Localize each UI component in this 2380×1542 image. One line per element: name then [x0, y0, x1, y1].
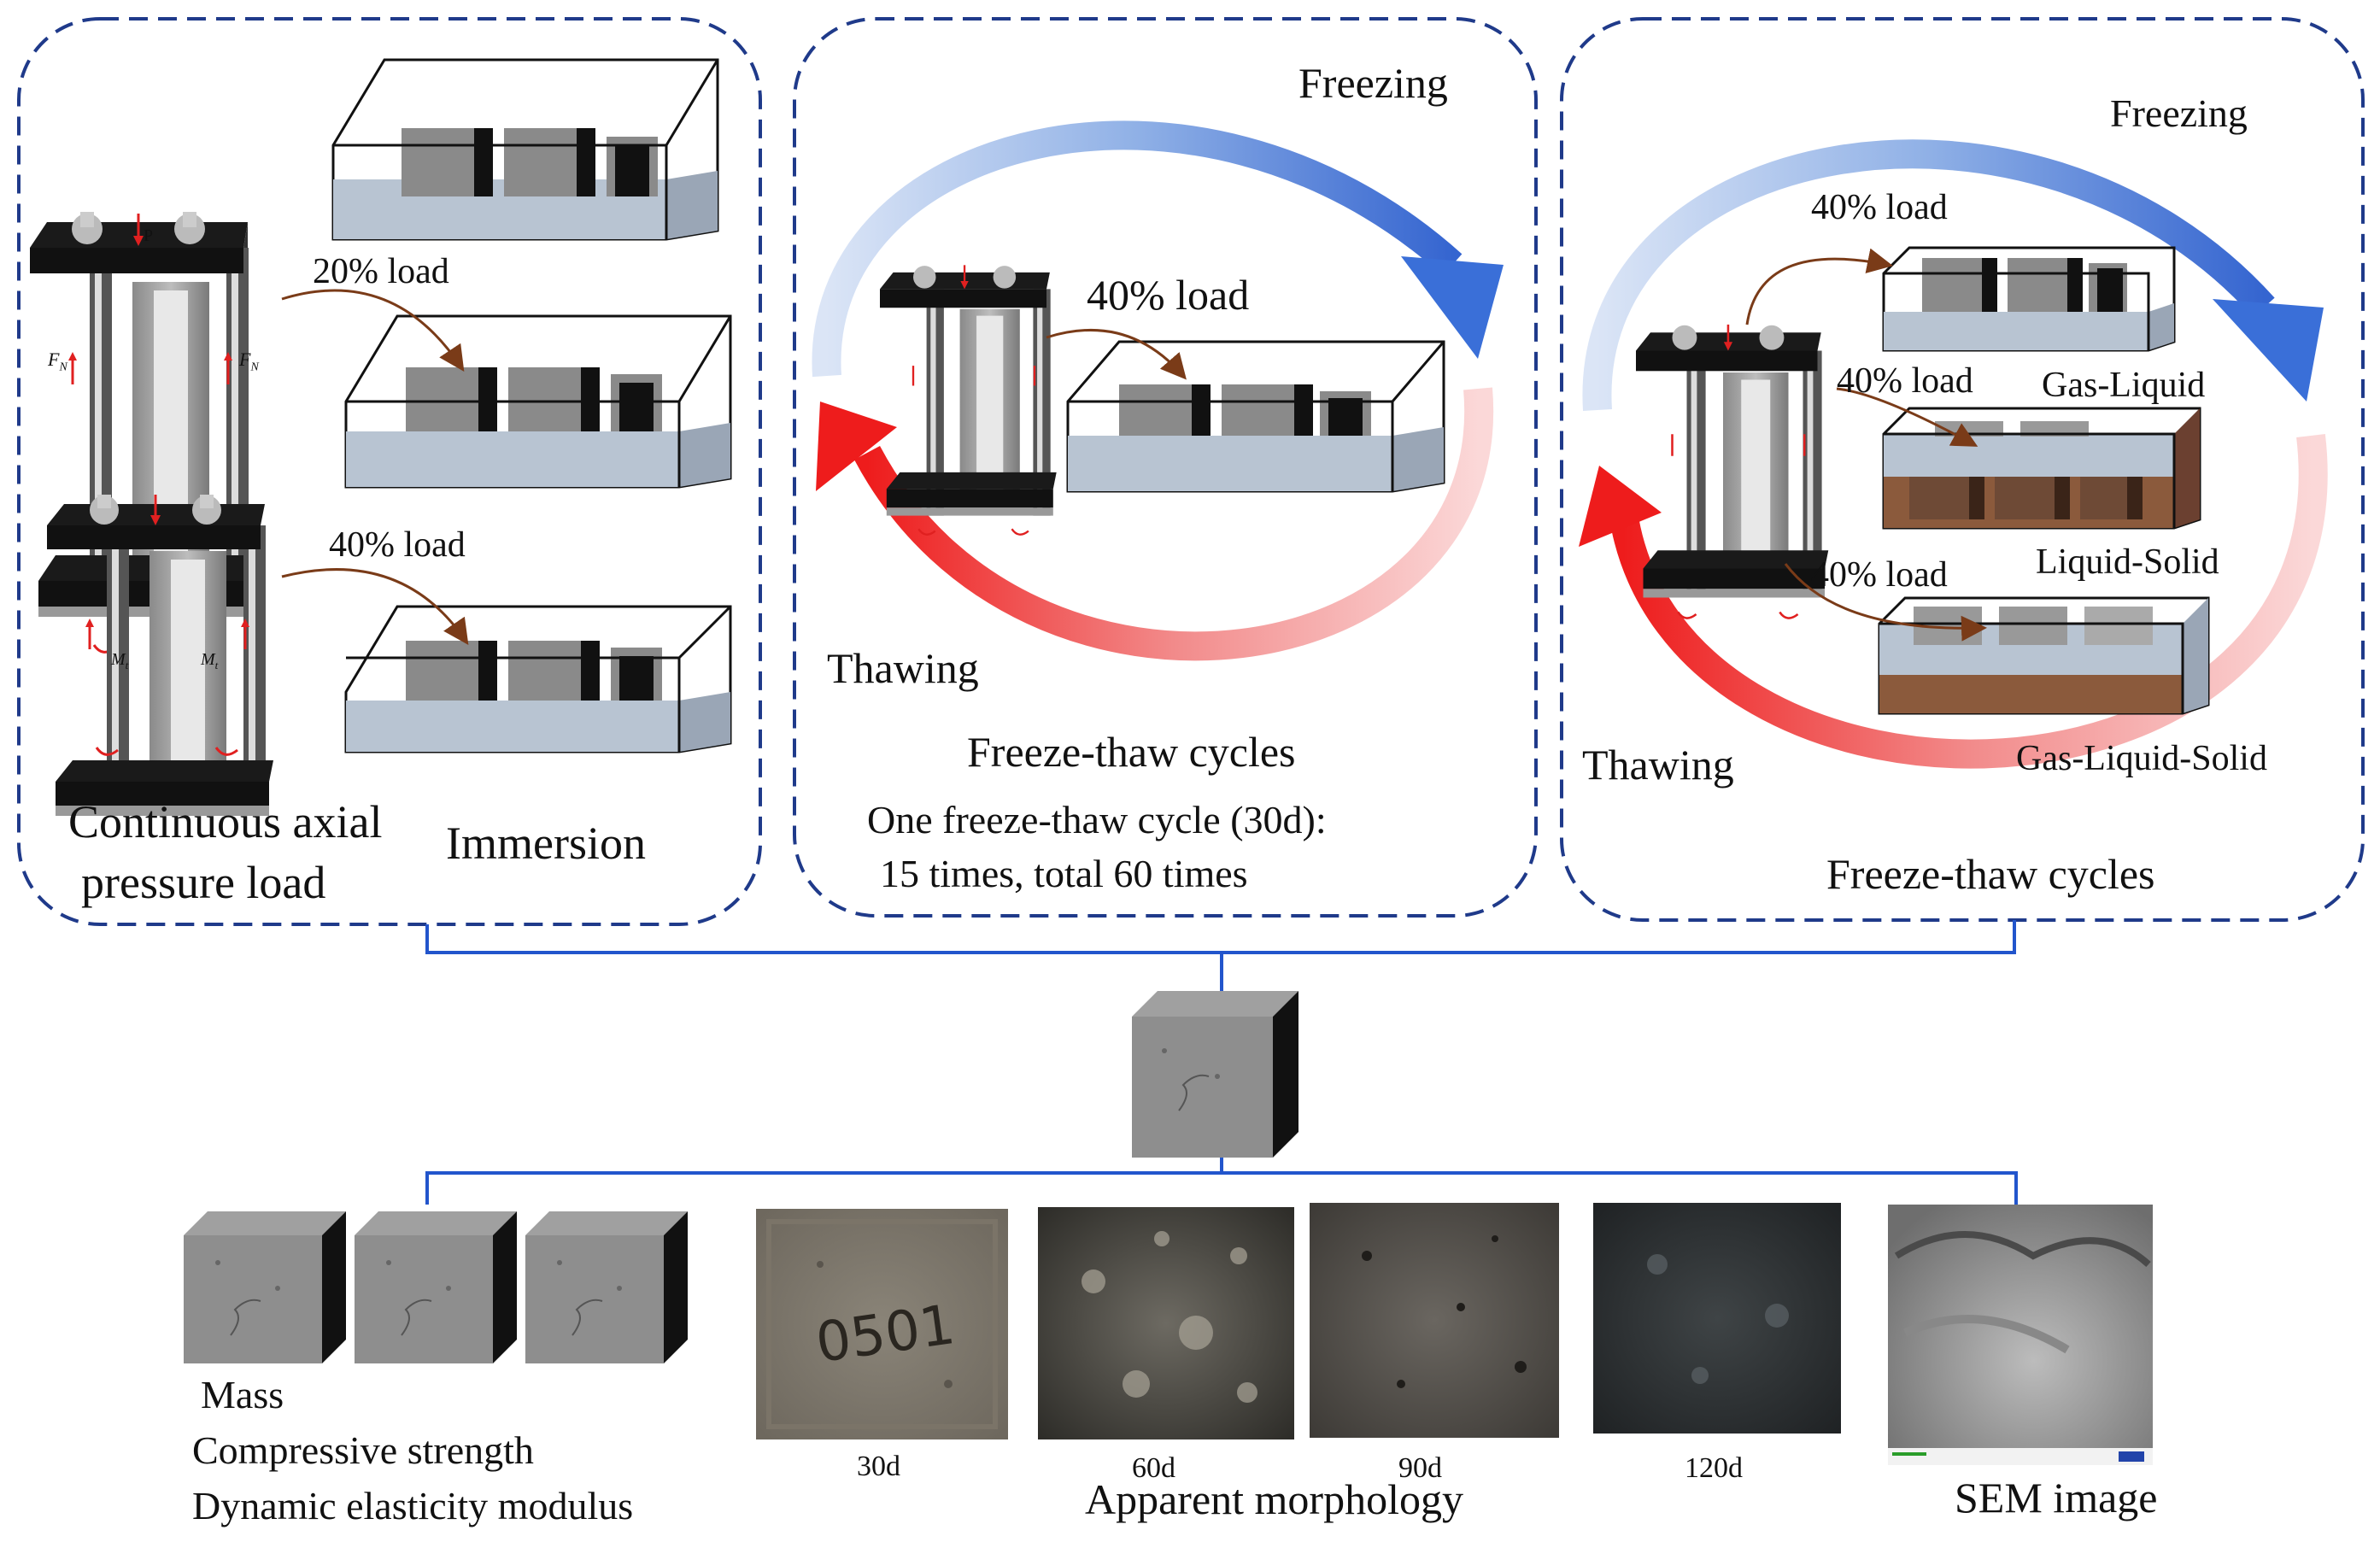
liquid-solid-label: Liquid-Solid: [2036, 542, 2219, 582]
gas-liquid-solid-label: Gas-Liquid-Solid: [2016, 739, 2267, 778]
photo-label-60d: 60d: [1132, 1452, 1175, 1484]
sem-image: [1888, 1205, 2153, 1465]
panel-right: [1579, 139, 2328, 769]
tank-liquid-solid: [1882, 407, 2201, 530]
thawing-arrow: [853, 387, 1494, 661]
load-label-40: 40% load: [329, 525, 466, 565]
load-arrow-20: [281, 289, 465, 372]
left-title-line2: pressure load: [81, 857, 326, 908]
photo-30d: [756, 1209, 1008, 1439]
load-label-2: 40% load: [1837, 361, 1973, 401]
thawing-label: Thawing: [827, 644, 979, 692]
load-arrow: [1046, 328, 1187, 380]
loading-frame: [47, 495, 273, 816]
thawing-label: Thawing: [1582, 741, 1734, 789]
tank-gas-liquid: [1882, 246, 2176, 352]
freezing-label: Freezing: [1298, 59, 1448, 107]
force-label-right: FN: [239, 349, 259, 374]
load-label-3: 40% load: [1811, 555, 1948, 595]
water-tank: [344, 605, 732, 753]
thawing-arrowhead: [816, 402, 897, 491]
freezing-arrow: [1582, 139, 2275, 412]
cycle-desc-line2: 15 times, total 60 times: [880, 852, 1248, 895]
test-dynamic-modulus: Dynamic elasticity modulus: [192, 1484, 634, 1527]
specimen-cube-center: [1132, 991, 1298, 1158]
load-arrow: [1745, 248, 1893, 325]
test-mass: Mass: [201, 1373, 284, 1416]
connector-top: [425, 920, 2016, 1001]
water-tank: [331, 58, 719, 241]
panel-border-right: [1560, 17, 2365, 922]
panel-border-left: [17, 17, 762, 926]
moment-label: Mt: [201, 650, 219, 671]
load-arrow: [1836, 387, 1978, 447]
photo-90d: [1310, 1203, 1559, 1438]
cycles-label: Freeze-thaw cycles: [1826, 850, 2155, 898]
water-tank: [1066, 340, 1445, 493]
force-label-left: FN: [48, 349, 67, 374]
pressure-label: P: [144, 226, 154, 245]
photo-60d: [1038, 1207, 1294, 1439]
photo-label-30d: 30d: [857, 1451, 900, 1482]
thawing-arrowhead: [1579, 466, 1662, 547]
photo-label-120d: 120d: [1685, 1452, 1743, 1484]
load-arrow: [1784, 563, 1987, 642]
water-tank: [344, 314, 732, 489]
load-label-1: 40% load: [1811, 188, 1948, 227]
tank-gas-liquid-solid: [1878, 596, 2210, 715]
test-compressive-strength: Compressive strength: [192, 1428, 534, 1472]
specimen-cube: [184, 1211, 346, 1363]
freezing-label: Freezing: [2110, 91, 2248, 135]
freezing-arrow: [812, 120, 1463, 378]
freezing-arrowhead: [2213, 299, 2324, 402]
load-label-20: 20% load: [313, 252, 449, 291]
photo-label-90d: 90d: [1398, 1452, 1442, 1484]
panel-middle: [812, 120, 1504, 661]
freezing-arrowhead: [1401, 256, 1504, 359]
load-arrow-40: [281, 568, 469, 645]
loading-frame: [1636, 324, 1829, 619]
photo-120d: [1593, 1203, 1841, 1434]
panel-left: [30, 58, 732, 816]
cycles-label: Freeze-thaw cycles: [967, 728, 1296, 776]
cycle-desc-line1: One freeze-thaw cycle (30d):: [867, 798, 1327, 841]
load-label: 40% load: [1087, 271, 1250, 319]
sem-image-label: SEM image: [1955, 1474, 2158, 1521]
apparent-morphology-label: Apparent morphology: [1085, 1475, 1463, 1523]
gas-liquid-label: Gas-Liquid: [2042, 366, 2206, 405]
moment-label: Mt: [111, 650, 129, 671]
loading-frame: [880, 265, 1057, 536]
left-title-line1: Continuous axial: [68, 796, 383, 847]
immersion-label: Immersion: [446, 818, 646, 869]
specimen-cube: [355, 1211, 517, 1363]
thawing-arrow: [1609, 434, 2328, 769]
specimen-cube: [525, 1211, 688, 1363]
